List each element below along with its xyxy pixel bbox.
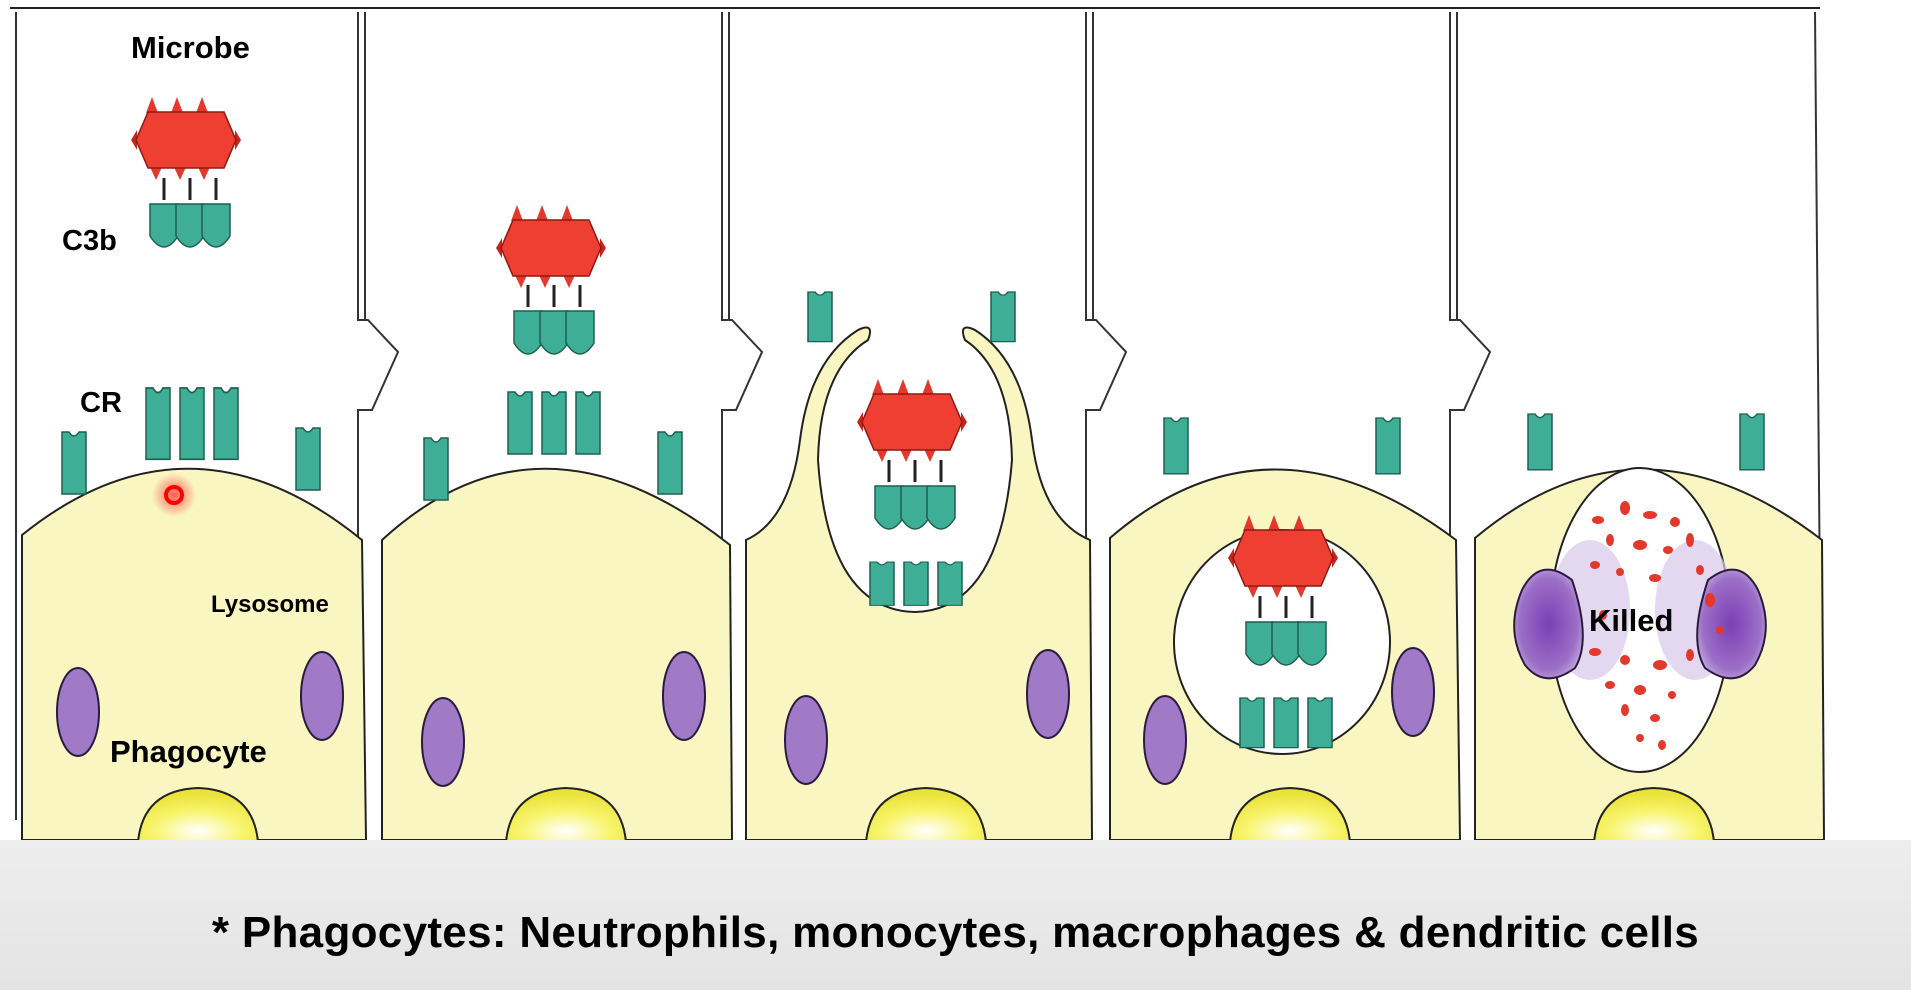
step-3-panel <box>745 291 1094 843</box>
lysosome-granule <box>662 651 706 741</box>
cr-receptor <box>575 391 601 455</box>
cr-label: CR <box>80 387 122 419</box>
killed-label: Killed <box>1589 603 1673 638</box>
cr-receptor <box>1739 413 1765 471</box>
lysosome-granule <box>784 695 828 785</box>
fusing-lysosome <box>1513 568 1584 680</box>
cr-receptor <box>903 561 929 607</box>
step-1-panel: Microbe C3b CR Lysosome Phagocyte <box>21 30 368 843</box>
lysosome-granule <box>300 651 344 741</box>
step-2-panel <box>381 204 734 843</box>
c3b-molecules <box>873 458 957 531</box>
cr-receptor <box>423 437 449 501</box>
step-5-panel: Killed <box>1474 413 1826 843</box>
cr-receptor <box>1273 697 1299 749</box>
phagocytes-caption: * Phagocytes: Neutrophils, monocytes, ma… <box>211 908 1700 957</box>
microbe <box>856 378 968 463</box>
lysosome-label: Lysosome <box>211 591 329 618</box>
cr-receptor <box>145 387 171 461</box>
microbe-label: Microbe <box>131 30 250 65</box>
c3b-molecules <box>512 283 596 356</box>
cr-receptor <box>295 427 321 491</box>
phagocyte-label: Phagocyte <box>110 734 267 769</box>
microbe <box>130 96 242 181</box>
cr-receptor <box>1375 417 1401 475</box>
fusing-lysosome <box>1696 568 1767 680</box>
lysosome-granule <box>1391 647 1435 737</box>
cr-receptor <box>990 291 1016 343</box>
lysosome-granule <box>421 697 465 787</box>
cr-receptor <box>1527 413 1553 471</box>
step-4-panel <box>1109 417 1462 843</box>
c3b-label: C3b <box>62 225 117 257</box>
caption-bar <box>0 840 1911 990</box>
cr-receptor <box>937 561 963 607</box>
cr-receptor <box>1163 417 1189 475</box>
cr-receptor <box>807 291 833 343</box>
cr-receptor <box>507 391 533 455</box>
lysosome-granule <box>56 667 100 757</box>
cr-receptor <box>1239 697 1265 749</box>
cr-receptor <box>869 561 895 607</box>
cr-receptor <box>61 431 87 495</box>
cr-receptor <box>179 387 205 461</box>
c3b-molecules <box>148 176 232 249</box>
cr-receptor <box>1307 697 1333 749</box>
cr-receptor <box>213 387 239 461</box>
lysosome-granule <box>1143 695 1187 785</box>
cr-receptor <box>541 391 567 455</box>
microbe <box>495 204 607 289</box>
cr-receptor <box>657 431 683 495</box>
microbe-fragments <box>1589 501 1724 750</box>
lysosome-granule <box>1026 649 1070 739</box>
